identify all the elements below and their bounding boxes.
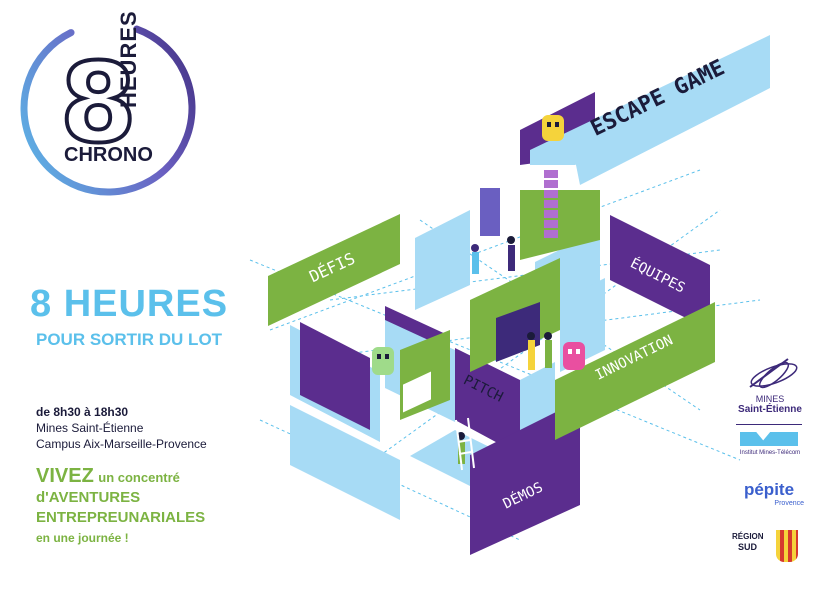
pixel-ghost-green: [372, 347, 394, 375]
pitch-screen: [496, 302, 540, 362]
pepite-name: pépite: [743, 480, 795, 499]
mines-logo-icon: [749, 358, 798, 389]
label-demos: DÉMOS: [500, 479, 546, 513]
region-line1: RÉGION: [732, 532, 764, 541]
speech-bubble: [401, 368, 433, 416]
pixel-ghost-yellow: [542, 115, 564, 141]
partner-pepite: pépite Provence: [726, 480, 812, 507]
event-school: Mines Saint-Étienne: [36, 421, 144, 435]
ladder: [455, 417, 475, 471]
partner-divider: [736, 424, 802, 425]
tagline-line4: en une journée !: [36, 531, 129, 545]
tagline-line1: un concentré: [98, 470, 180, 485]
partner-region-sud: RÉGION SUD: [732, 530, 804, 566]
pixel-ghost-pink: [563, 342, 585, 370]
event-campus: Campus Aix-Marseille-Provence: [36, 437, 207, 451]
event-time: de 8h30 à 18h30: [36, 405, 129, 419]
screen-panel: [480, 188, 500, 236]
logo-ring: [20, 20, 196, 196]
imt-label: Institut Mines-Télécom: [739, 450, 801, 456]
region-crest-icon: [776, 530, 798, 562]
mines-line2: Saint-Étienne: [738, 404, 802, 415]
maze-guide-lines: [249, 169, 761, 541]
pixel-stack: [544, 170, 558, 238]
label-defis: DÉFIS: [306, 248, 358, 287]
logo-heures: HEURES: [116, 10, 141, 108]
maze-walls-purple: [300, 92, 710, 555]
headline-title: 8 HEURES: [30, 283, 229, 325]
label-pitch: PITCH: [460, 372, 506, 406]
tagline-line3: ENTREPREUNARIALES: [36, 509, 206, 526]
label-innovation: INNOVATION: [592, 332, 676, 384]
logo: 8 HEURES CHRONO: [16, 10, 200, 200]
partner-imt: Institut Mines-Télécom: [730, 432, 810, 456]
imt-logo-icon: [740, 432, 798, 446]
tagline: VIVEZ un concentré d'AVENTURES ENTREPREU…: [36, 466, 205, 548]
tagline-vivez: VIVEZ: [36, 465, 94, 487]
tagline-line2: d'AVENTURES: [36, 489, 141, 506]
logo-chrono: CHRONO: [64, 144, 153, 166]
region-line2: SUD: [738, 542, 758, 552]
people: [457, 236, 552, 464]
pepite-region: Provence: [774, 500, 804, 507]
logo-number: 8: [58, 39, 139, 167]
label-equipes: ÉQUIPES: [627, 255, 688, 297]
mines-line1: MINES: [755, 394, 785, 404]
headline-subtitle: POUR SORTIR DU LOT: [36, 330, 223, 349]
label-escape-game: ESCAPE GAME: [586, 55, 729, 142]
event-info: de 8h30 à 18h30 Mines Saint-Étienne Camp…: [36, 404, 207, 452]
partner-mines: MINES Saint-Étienne: [730, 355, 810, 415]
